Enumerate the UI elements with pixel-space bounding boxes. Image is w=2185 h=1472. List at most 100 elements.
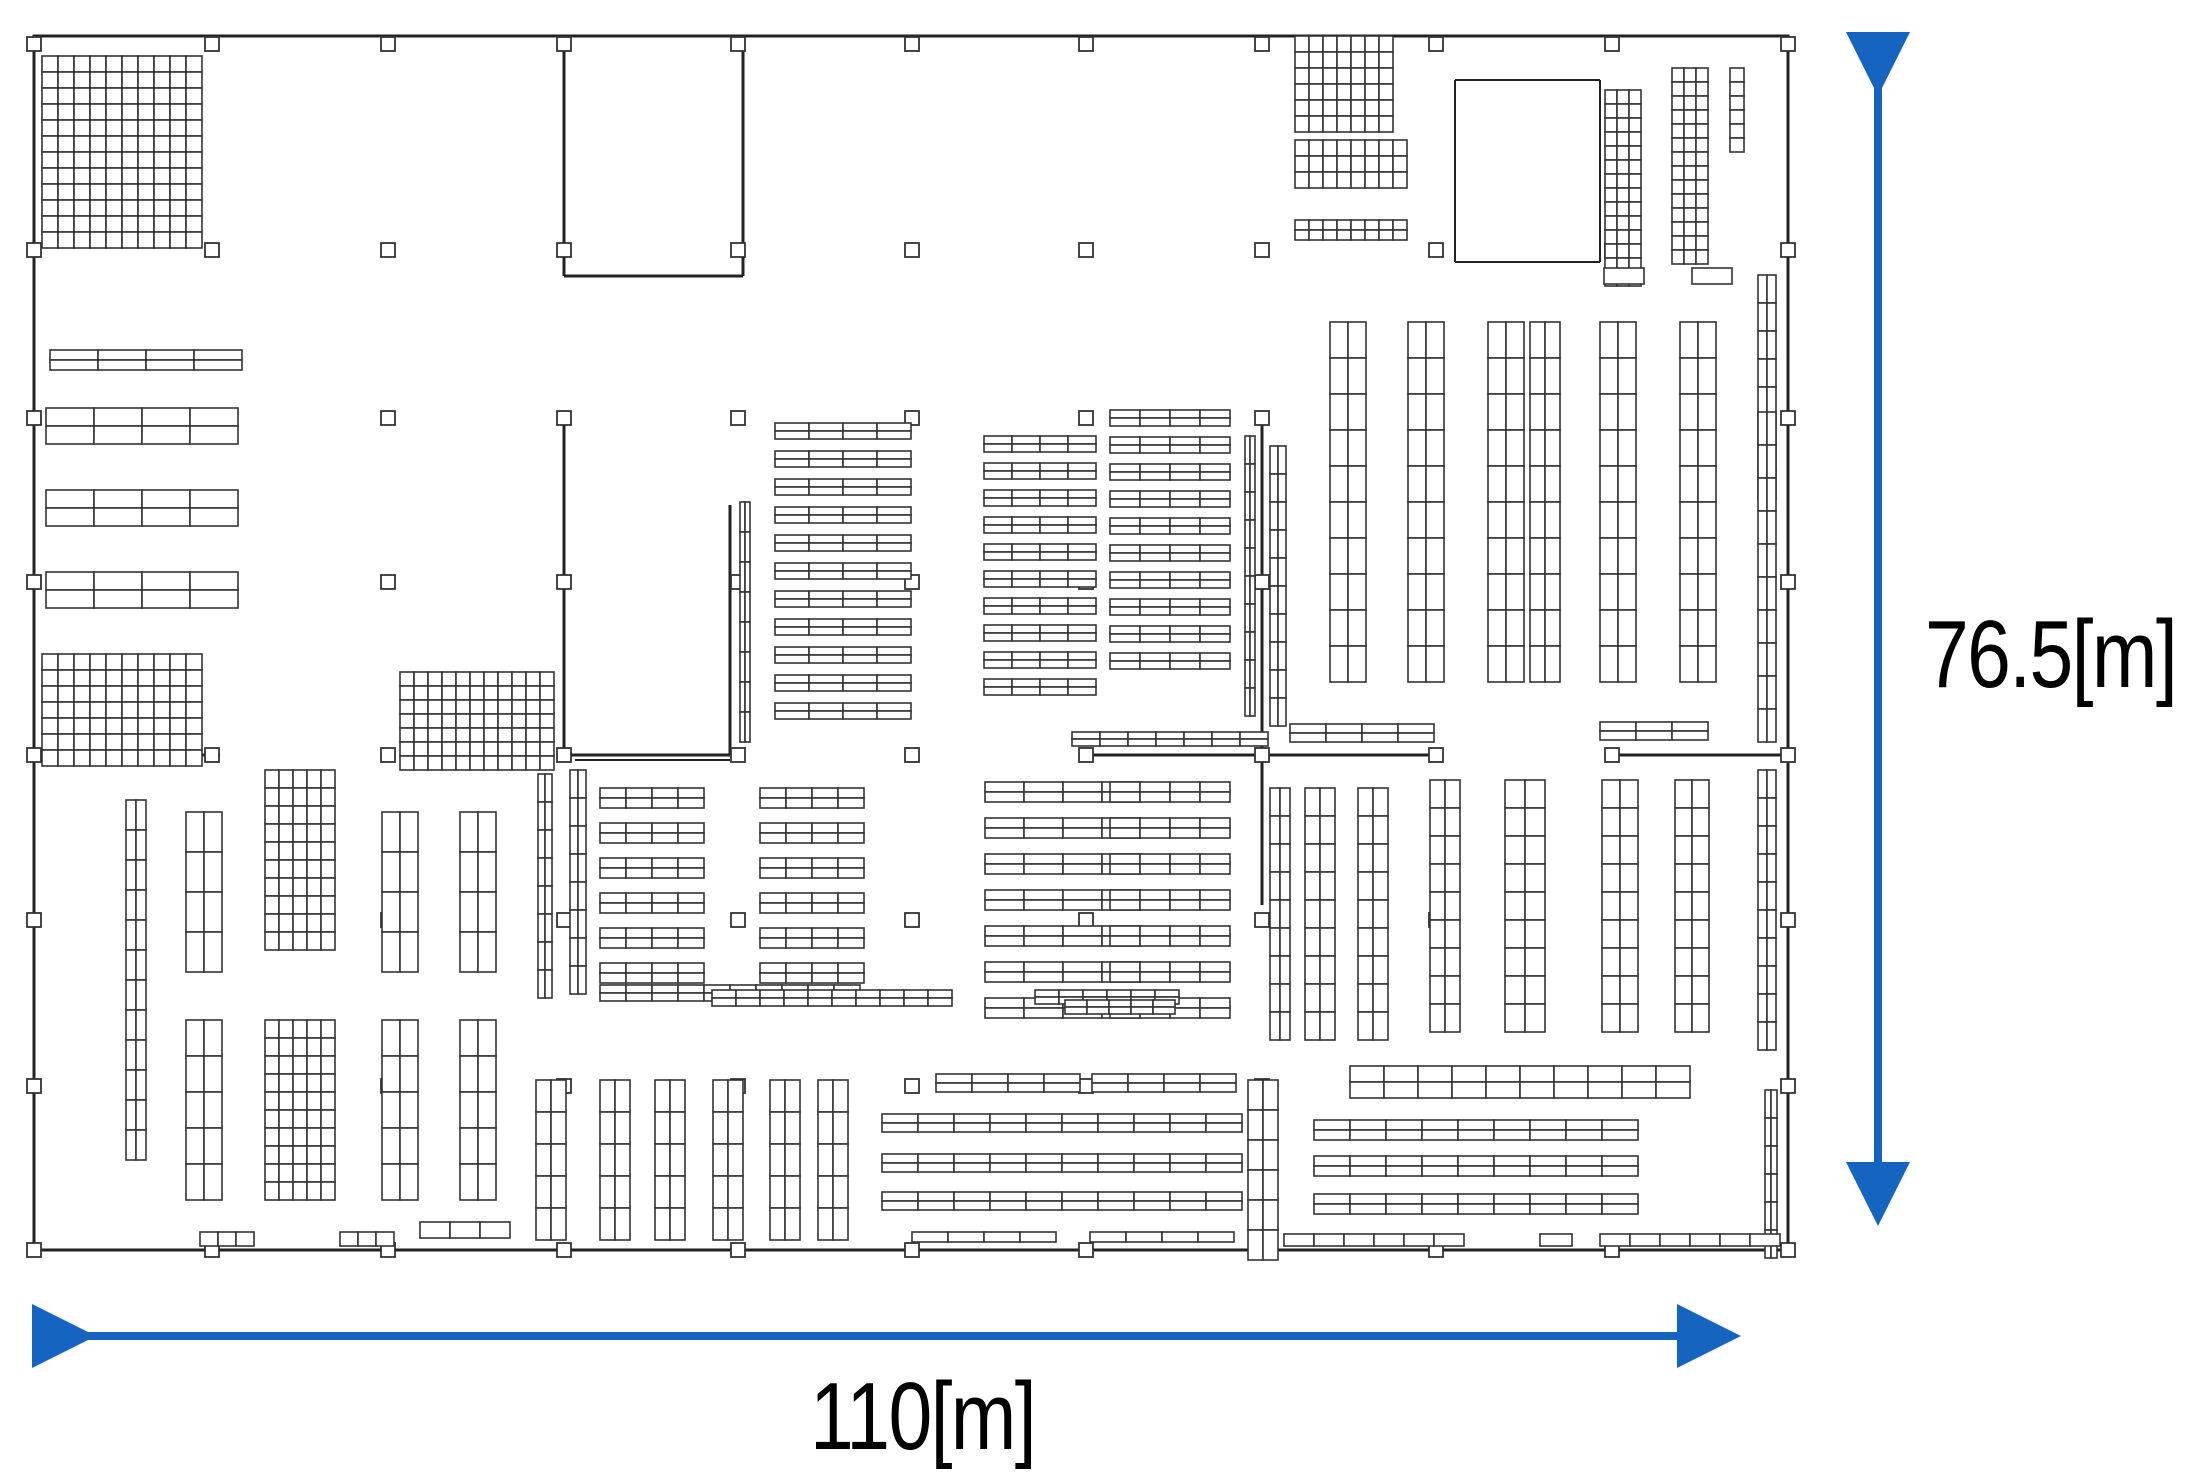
rack-cell — [1169, 544, 1201, 554]
rack-cell — [264, 1055, 280, 1075]
rack-cell — [535, 1207, 552, 1241]
rack-cell — [1383, 1065, 1419, 1083]
rack-cell — [1766, 675, 1777, 710]
column — [1254, 36, 1270, 52]
rack-cell — [1139, 889, 1171, 901]
rack-cell — [1621, 1065, 1657, 1083]
rack-cell — [1601, 863, 1621, 893]
rack-cell — [1011, 624, 1041, 634]
rack-cell — [105, 119, 123, 137]
rack-cell — [808, 542, 844, 552]
rack-cell — [185, 811, 205, 853]
rack-cell — [1019, 1231, 1057, 1243]
rack-cell — [1691, 891, 1710, 921]
rack-cell — [1347, 429, 1367, 467]
rack-cell — [1697, 465, 1717, 503]
rack-cell — [1139, 899, 1171, 911]
rack-cell — [1109, 660, 1141, 670]
rack-cell — [677, 797, 705, 809]
rack-cell — [735, 989, 761, 999]
rack-cell — [264, 1091, 280, 1111]
rack-cell — [1279, 815, 1291, 845]
rack-cell — [1766, 881, 1777, 911]
rack-cell — [135, 1129, 147, 1161]
rack-cell — [306, 877, 322, 897]
rack-cell — [1691, 919, 1710, 949]
rack-cell — [1544, 645, 1561, 683]
rack-cell — [1336, 219, 1352, 231]
rack-cell — [1023, 925, 1064, 937]
rack-cell — [1524, 1003, 1546, 1033]
rack-cell — [842, 542, 878, 552]
rack-cell — [41, 215, 59, 233]
rack-cell — [1336, 51, 1352, 69]
rack-cell — [1007, 1073, 1045, 1084]
column — [904, 36, 920, 52]
rack-cell — [953, 1191, 991, 1202]
rack-cell — [278, 805, 294, 825]
rack-cell — [1067, 686, 1097, 696]
rack-cell — [1199, 997, 1231, 1009]
rack-cell — [306, 769, 322, 789]
rack-cell — [1023, 791, 1064, 803]
rack-cell — [876, 506, 912, 516]
rack-cell — [1655, 1065, 1691, 1083]
rack-cell — [759, 972, 787, 984]
rack-cell — [651, 787, 679, 799]
rack-cell — [73, 231, 91, 249]
rack-cell — [1199, 625, 1231, 635]
rack-cell — [1519, 1081, 1555, 1099]
rack-cell — [811, 937, 839, 949]
rack-cell — [1139, 817, 1171, 829]
rack-cell — [1023, 863, 1064, 875]
rack-cell — [153, 685, 171, 703]
rack-cell — [441, 727, 457, 743]
rack-cell — [264, 895, 280, 915]
rack-cell — [1357, 815, 1374, 845]
rack-cell — [842, 674, 878, 684]
rack-cell — [727, 1111, 744, 1145]
rack-cell — [1553, 1081, 1589, 1099]
rack-cell — [785, 962, 813, 974]
rack-cell — [983, 543, 1013, 553]
rack-cell — [121, 749, 139, 767]
rack-cell — [1169, 606, 1201, 616]
rack-cell — [45, 407, 95, 427]
rack-cell — [1364, 139, 1380, 157]
rack-cell — [1697, 573, 1717, 611]
rack-cell — [983, 651, 1013, 661]
rack-cell — [1109, 625, 1141, 635]
rack-cell — [427, 741, 443, 757]
rack-cell — [41, 199, 59, 217]
rack-cell — [599, 927, 627, 939]
rack-cell — [57, 71, 75, 89]
rack-cell — [539, 699, 555, 715]
rack-cell — [1169, 490, 1201, 500]
column — [380, 747, 396, 763]
rack-cell — [1544, 357, 1561, 395]
rack-cell — [983, 497, 1013, 507]
rack-cell — [1269, 1011, 1281, 1041]
rack-cell — [73, 653, 91, 671]
rack-cell — [669, 1175, 686, 1209]
rack-cell — [399, 1055, 419, 1093]
rack-cell — [203, 1127, 223, 1165]
rack-cell — [1086, 1006, 1110, 1015]
rack-cell — [1169, 827, 1201, 839]
rack-cell — [837, 937, 865, 949]
rack-cell — [1757, 797, 1768, 827]
column — [204, 747, 220, 763]
rack-cell — [441, 741, 457, 757]
rack-cell — [759, 927, 787, 939]
rack-cell — [320, 1055, 336, 1075]
rack-cell — [105, 87, 123, 105]
rack-cell — [1350, 219, 1366, 231]
rack-cell — [1544, 501, 1561, 539]
rack-cell — [1683, 151, 1697, 167]
rack-cell — [842, 506, 878, 516]
rack-cell — [917, 1122, 955, 1133]
rack-cell — [1062, 935, 1103, 947]
rack-cell — [320, 859, 336, 879]
rack-cell — [1067, 570, 1097, 580]
rack-cell — [1565, 1193, 1603, 1205]
